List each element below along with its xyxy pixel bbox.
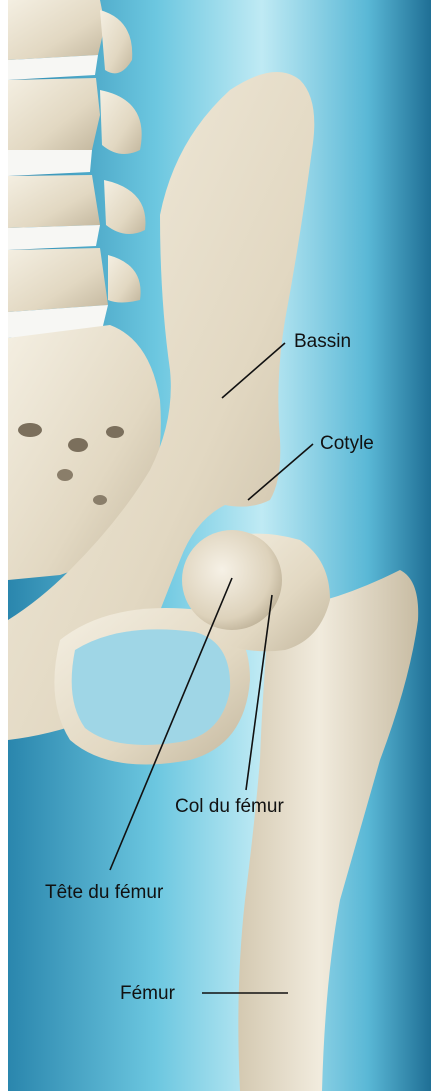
- label-bassin: Bassin: [294, 331, 351, 352]
- label-cotyle: Cotyle: [320, 433, 374, 454]
- label-tete-du-femur: Tête du fémur: [45, 882, 164, 903]
- label-col-du-femur: Col du fémur: [175, 796, 284, 817]
- left-margin: [0, 0, 8, 1091]
- label-femur: Fémur: [120, 983, 176, 1004]
